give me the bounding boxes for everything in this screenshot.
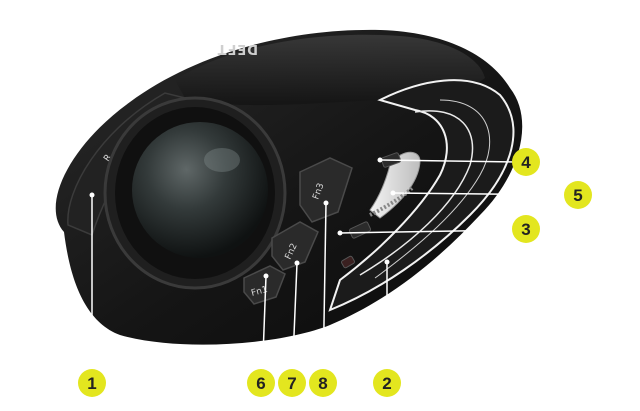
callout-3-number: 3: [521, 220, 530, 239]
callout-2-number: 2: [382, 374, 391, 393]
callout-5: 5: [564, 181, 592, 209]
brand-logo: DEFT: [217, 41, 258, 56]
fn1-button[interactable]: Fn1: [243, 265, 286, 305]
callout-1: 1: [78, 369, 106, 397]
right-button-label: R: [102, 153, 114, 164]
trackball[interactable]: [132, 122, 268, 258]
leader-dots: [89, 157, 396, 279]
callout-4: 4: [512, 148, 540, 176]
callout-6: 6: [247, 369, 275, 397]
callout-1-number: 1: [87, 374, 96, 393]
callout-4-number: 4: [521, 153, 531, 172]
callout-5-number: 5: [573, 186, 582, 205]
small-indicator-button[interactable]: [341, 255, 355, 269]
callout-6-number: 6: [256, 374, 265, 393]
side-button-lower[interactable]: [348, 221, 372, 239]
side-panel: [328, 79, 515, 312]
fn3-button[interactable]: Fn3: [299, 157, 353, 223]
fn2-button[interactable]: Fn2: [271, 221, 319, 271]
callout-3: 3: [512, 215, 540, 243]
callout-7-number: 7: [287, 374, 296, 393]
fn1-label: Fn1: [250, 285, 269, 299]
callout-2: 2: [373, 369, 401, 397]
callout-8-number: 8: [318, 374, 327, 393]
scroll-wheel[interactable]: [369, 151, 421, 219]
callout-7: 7: [278, 369, 306, 397]
callout-8: 8: [309, 369, 337, 397]
leader-lines: [91, 159, 571, 384]
